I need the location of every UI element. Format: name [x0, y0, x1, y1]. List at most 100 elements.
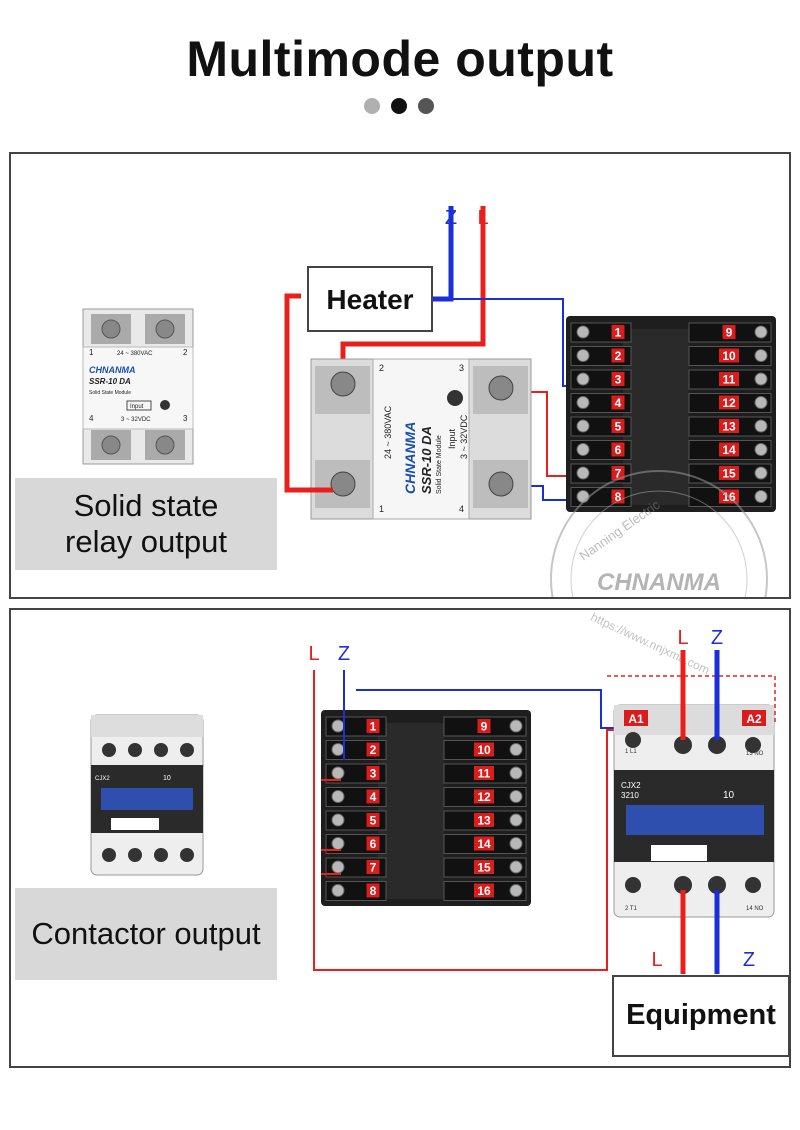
terminal-label: 14	[477, 837, 491, 851]
contactor-line-l-label: L	[677, 627, 688, 649]
carousel-dot-1[interactable]	[364, 98, 380, 114]
terminal-screw-icon	[576, 372, 590, 386]
terminal-screw-icon	[754, 466, 768, 480]
terminal-screw-icon	[576, 443, 590, 456]
contactor-top-term-1: 1 L1	[625, 749, 637, 755]
contactor-rating: 10	[723, 790, 735, 801]
coil-a1-label: A1	[628, 712, 644, 726]
terminal-label: 6	[370, 837, 377, 851]
ssr-small-input: Input	[130, 404, 144, 410]
terminal-screw-icon	[754, 443, 768, 456]
page-title: Multimode output	[186, 31, 614, 87]
ssr-small-term-4: 4	[89, 414, 94, 423]
equipment-l-label: L	[651, 949, 662, 971]
ssr-small-term-3: 3	[183, 414, 188, 423]
terminal-screw-icon	[576, 419, 590, 433]
terminal-screw-icon	[331, 743, 345, 756]
terminal-label: 12	[722, 396, 736, 410]
heater-box	[307, 266, 433, 332]
equipment-z-label: Z	[743, 949, 755, 971]
terminal-label: 14	[722, 443, 736, 457]
ssr-wiring-diagram: 1 2 24 ~ 380VAC CHNANMA SSR-10 DA Solid …	[82, 206, 776, 597]
contactor-coil-link	[607, 675, 776, 722]
terminal-label: 7	[370, 861, 377, 875]
terminal-label: 8	[370, 884, 377, 898]
contactor-wiring-diagram: https://www.nnjxma.com CJX2 10 1 2 3 4 5 6 7 8 9…	[90, 610, 789, 1057]
ssr-large-input: Input	[447, 428, 457, 449]
terminal-label: 11	[723, 373, 736, 387]
terminal-screw-icon	[509, 813, 523, 827]
terminal-label: 16	[477, 884, 491, 898]
terminal-screw-icon	[754, 349, 768, 362]
terminal-label: 10	[477, 743, 491, 757]
ssr-small-subtitle: Solid State Module	[89, 390, 131, 396]
ssr-wire-l-label: L	[477, 207, 488, 229]
terminal-screw-icon	[331, 884, 345, 897]
terminal-screw-icon	[576, 396, 590, 409]
terminal-screw-icon	[331, 813, 345, 827]
terminal-screw-icon	[576, 325, 590, 339]
contactor-model-line2: 3210	[621, 791, 639, 800]
contactor-caption: Contactor output	[15, 888, 277, 980]
terminal-label: 9	[481, 720, 488, 734]
terminal-screw-icon	[331, 766, 345, 780]
terminal-screw-icon	[331, 860, 345, 874]
carousel-dots	[364, 98, 444, 116]
terminal-screw-icon	[509, 884, 523, 897]
terminal-label: 1	[370, 720, 377, 734]
ssr-small-ac: 24 ~ 380VAC	[117, 351, 153, 357]
contactor-large: A1 A2 1 L1 13 NO CJX2 3210 10 2 T1 14 NO	[613, 704, 775, 918]
ssr-small-brand: CHNANMA	[89, 365, 136, 375]
terminal-label: 8	[615, 490, 622, 504]
ssr-small-term-2: 2	[183, 348, 188, 357]
watermark-arc-bottom: https://www.nnjxma.com	[589, 610, 712, 677]
heater-label: Heater	[326, 284, 413, 315]
contactor-model-line1: CJX2	[621, 781, 641, 790]
ssr-large-model: SSR-10 DA	[419, 426, 434, 494]
contactor-top-z-label: Z	[338, 643, 350, 665]
ssr-large-term-1: 1	[379, 504, 384, 514]
terminal-label: 13	[722, 420, 736, 434]
equipment-box	[612, 975, 789, 1057]
terminal-screw-icon	[509, 719, 523, 733]
ssr-large-brand: CHNANMA	[402, 422, 418, 494]
contactor-small-model1: CJX2	[95, 776, 110, 782]
terminal-label: 10	[722, 349, 736, 363]
terminal-screw-icon	[754, 372, 768, 386]
ssr-caption-line1: Solid state	[73, 488, 219, 523]
terminal-screw-icon	[331, 790, 345, 803]
ssr-large-term-3: 3	[459, 363, 464, 373]
terminal-label: 2	[370, 743, 377, 757]
ssr-large-subtitle: Solid State Module	[436, 435, 443, 494]
terminal-label: 5	[370, 814, 377, 828]
terminal-label: 4	[370, 790, 377, 804]
terminal-label: 4	[615, 396, 622, 410]
terminal-label: 5	[615, 420, 622, 434]
terminal-screw-icon	[576, 490, 590, 503]
terminal-screw-icon	[754, 396, 768, 409]
terminal-label: 3	[370, 767, 377, 781]
ssr-small-term-1: 1	[89, 348, 94, 357]
ssr-output-panel: Solid state relay output 1 2 24 ~ 380VAC…	[9, 152, 791, 599]
terminal-label: 9	[726, 326, 733, 340]
contactor-caption-text: Contactor output	[31, 916, 261, 951]
terminal-screw-icon	[509, 790, 523, 803]
terminal-label: 15	[722, 467, 736, 481]
terminal-screw-icon	[509, 743, 523, 756]
ssr-large-module: 24 ~ 380VAC CHNANMA SSR-10 DA Solid Stat…	[310, 358, 532, 520]
terminal-label: 7	[615, 467, 622, 481]
ssr-small-dc: 3 ~ 32VDC	[121, 417, 151, 423]
equipment-label: Equipment	[626, 999, 776, 1031]
terminal-screw-icon	[509, 837, 523, 850]
carousel-dot-3[interactable]	[418, 98, 434, 114]
ssr-small-model: SSR-10 DA	[89, 377, 131, 386]
terminal-screw-icon	[754, 325, 768, 339]
carousel-dot-2[interactable]	[391, 98, 407, 114]
terminal-label: 11	[478, 767, 491, 781]
terminal-label: 15	[477, 861, 491, 875]
ssr-large-term-4: 4	[459, 504, 464, 514]
ssr-caption-line2: relay output	[65, 524, 227, 559]
ssr-large-term-2: 2	[379, 363, 384, 373]
terminal-screw-icon	[576, 466, 590, 480]
